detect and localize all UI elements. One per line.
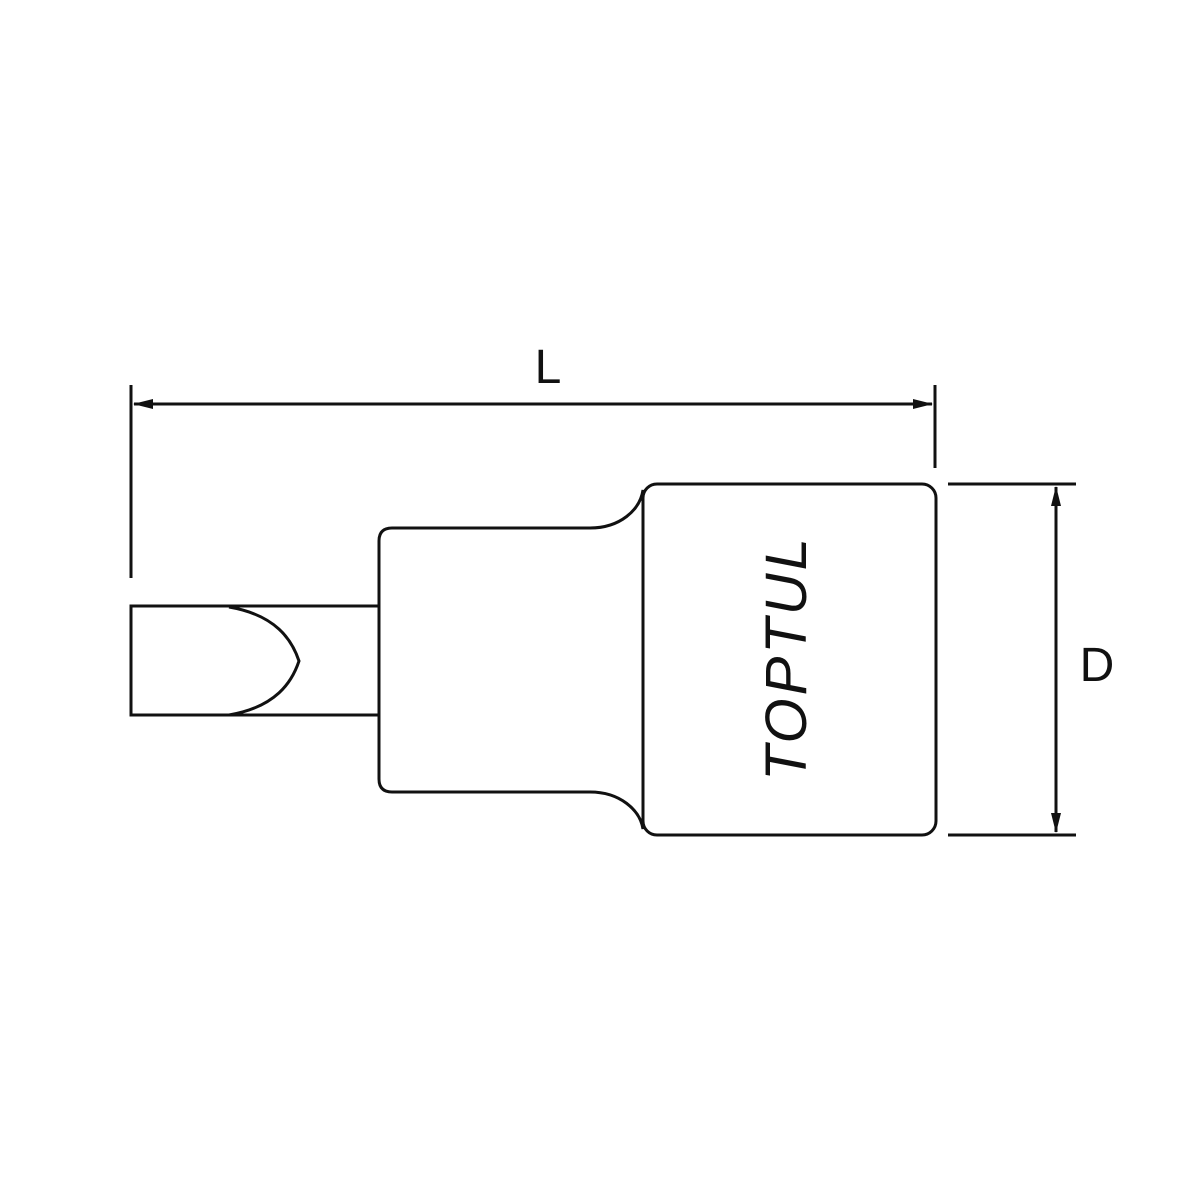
- length-label: L: [535, 341, 562, 394]
- socket-head: [641, 482, 938, 837]
- blade-outline: [129, 604, 381, 717]
- diameter-dimension: D: [948, 482, 1115, 837]
- blade-tip-bevel: [228, 605, 301, 717]
- brand-name: TOPTUL: [754, 535, 819, 781]
- diameter-label: D: [1080, 639, 1115, 692]
- length-dimension: L: [129, 341, 937, 578]
- slotted-blade: [129, 604, 381, 717]
- socket-neck: [377, 489, 645, 830]
- brand-logo: TOPTUL: [754, 535, 819, 781]
